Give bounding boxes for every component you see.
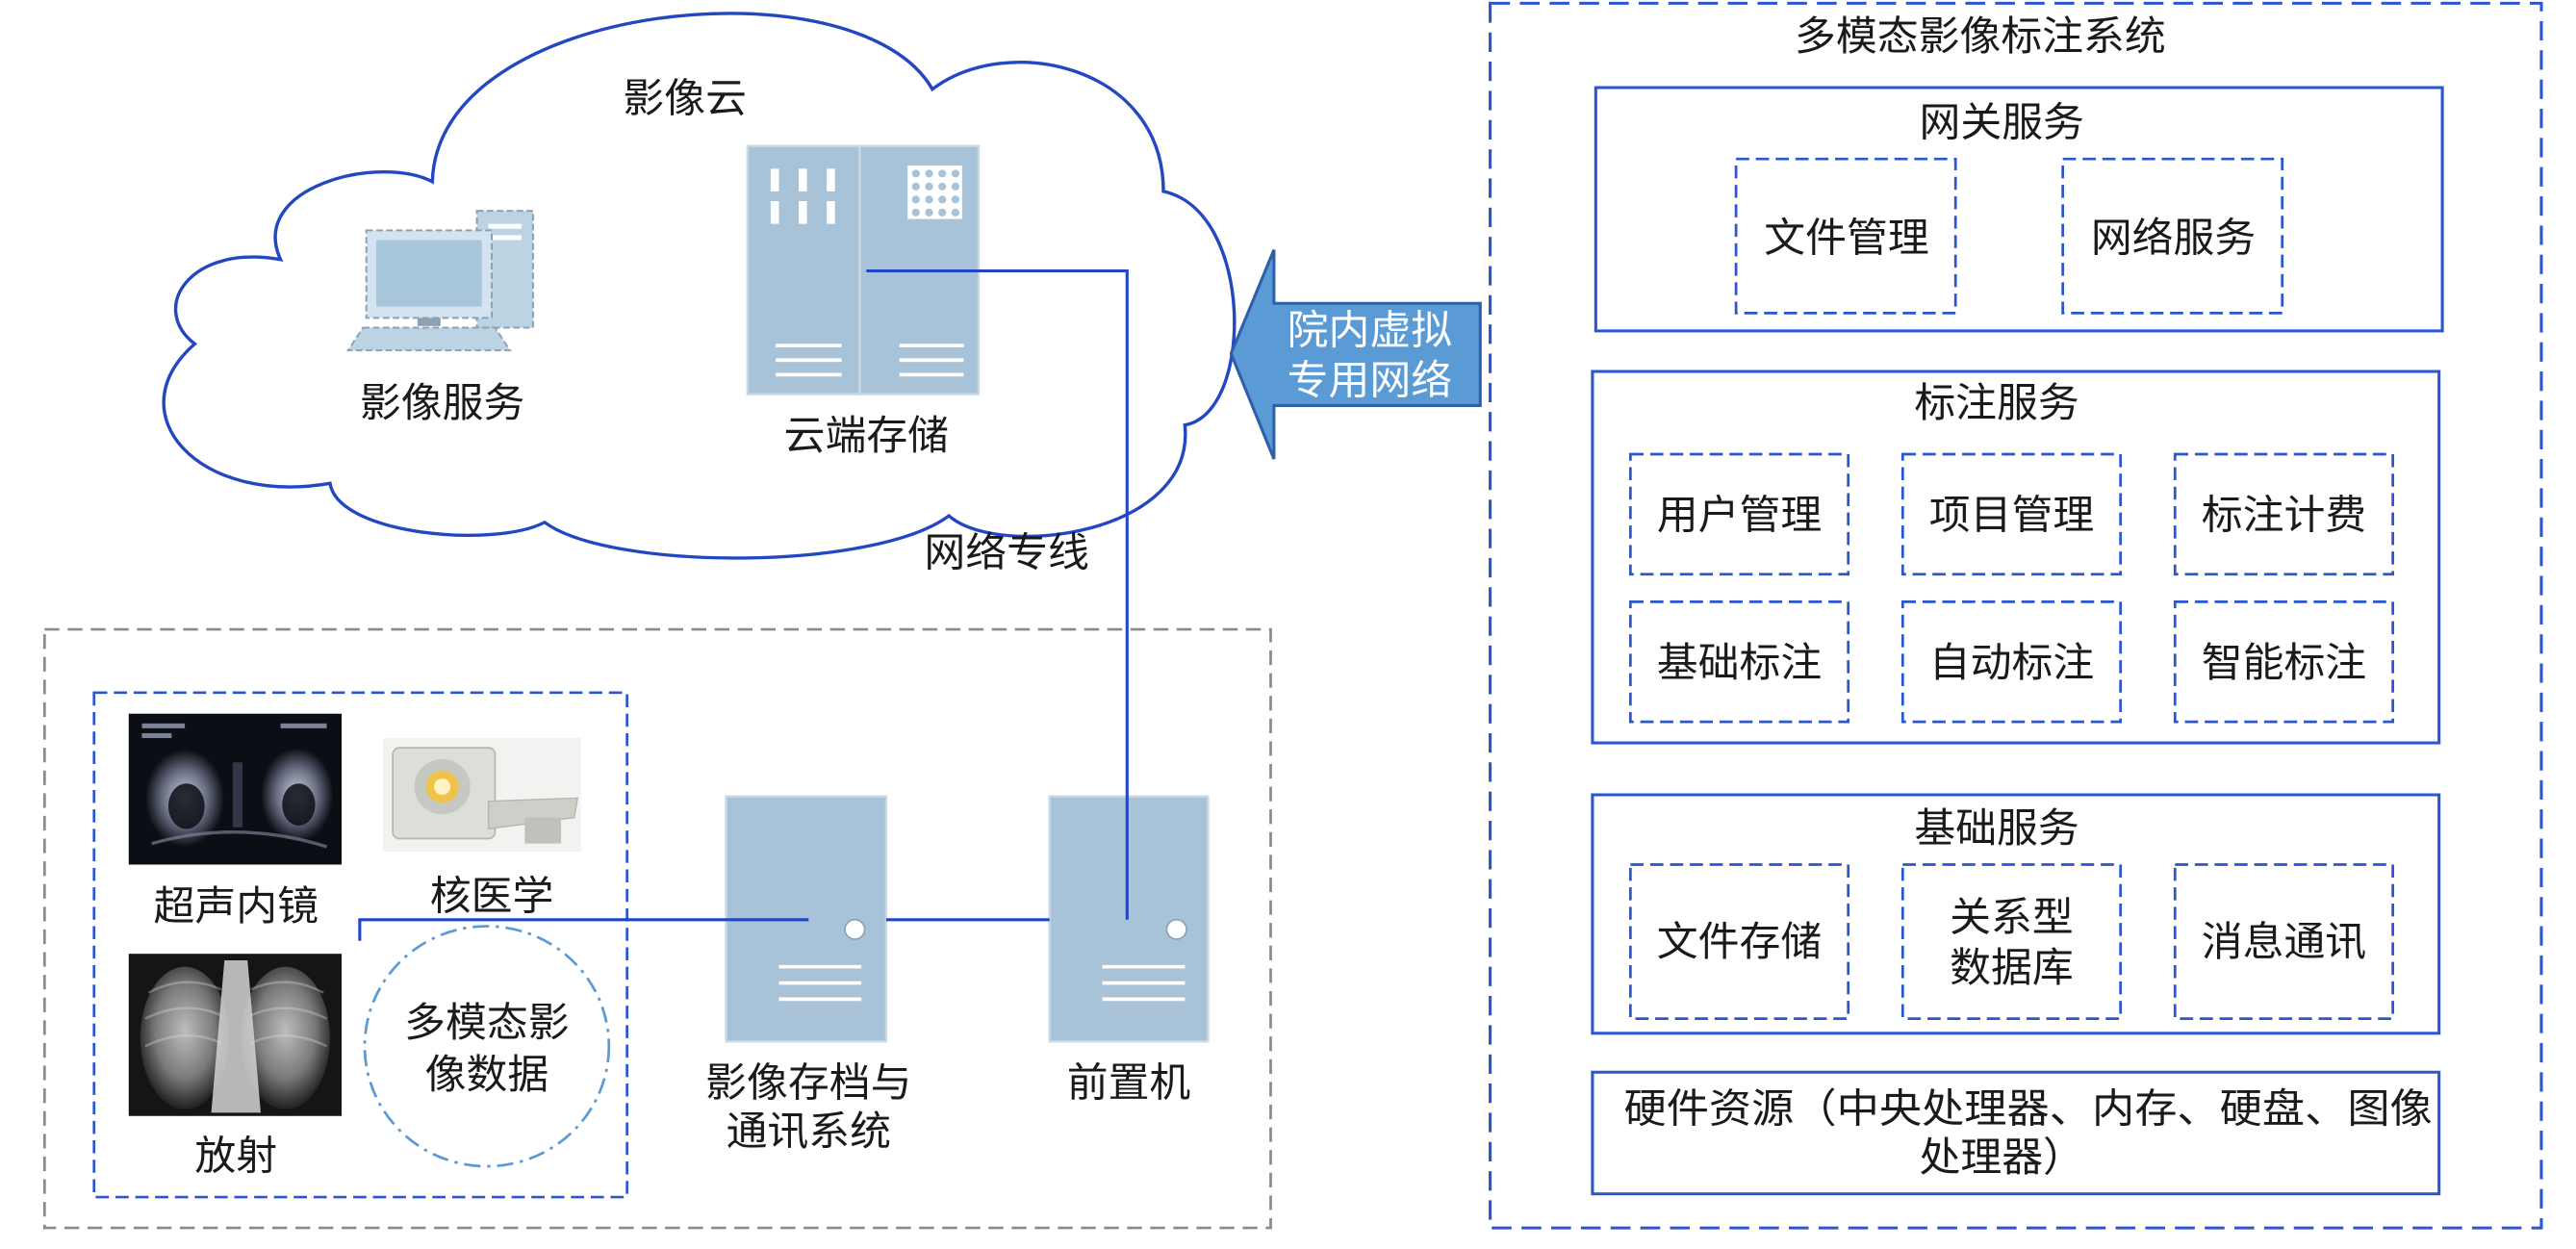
smart-annotation-label: 智能标注 [2202,640,2366,687]
annotation-billing-label: 标注计费 [2202,493,2366,540]
network-service-label: 网络服务 [2091,216,2256,263]
vpn-arrow-label-line2: 专用网络 [1288,358,1452,405]
file-management-label: 文件管理 [1764,216,1928,263]
image-cloud: 影像云 影像服务 [162,12,1237,560]
network-service-box [2061,157,2284,315]
imaging-service-label: 影像服务 [360,381,524,428]
modality-group-box [92,691,629,1199]
file-storage-box [1628,863,1850,1020]
annotation-service-title: 标注服务 [1914,381,2079,428]
nuclear-medicine-label: 核医学 [430,874,554,921]
annotation-service-box: 标注服务 用户管理 项目管理 标注计费 基础标注 自动标注 智能标注 [1591,370,2441,745]
multimodal-data-label-line2: 像数据 [425,1052,549,1099]
radiology-label: 放射 [194,1134,277,1181]
vpn-arrow-label-line1: 院内虚拟 [1288,308,1452,355]
hardware-resources-label-line2: 处理器） [1919,1134,2083,1182]
auto-annotation-box [1900,600,2123,724]
ultrasound-label: 超声内镜 [153,883,318,930]
relational-database-box [1900,863,2123,1020]
hardware-resources-label-line1: 硬件资源（中央处理器、内存、硬盘、图像 [1623,1086,2432,1134]
multimodal-data-label-line1: 多模态影 [404,1000,569,1047]
vpn-arrow: 院内虚拟 专用网络 [1229,249,1482,460]
auto-annotation-label: 自动标注 [1929,640,2094,687]
messaging-label: 消息通讯 [2202,919,2366,966]
annotation-system-title: 多模态影像标注系统 [1795,14,2166,62]
left-arrow-shape [1229,249,1482,460]
basic-annotation-box [1628,600,1850,724]
file-management-box [1734,157,1957,315]
basic-annotation-label: 基础标注 [1657,640,1822,687]
file-storage-label: 文件存储 [1657,919,1822,966]
relational-database-label-line2: 数据库 [1950,945,2074,992]
imaging-service-computer-icon [345,210,534,352]
base-service-title: 基础服务 [1914,805,2079,853]
cloud-title: 影像云 [623,76,747,123]
annotation-system-box [1489,1,2543,1230]
dedicated-line-connector [866,268,1129,920]
multimodal-data-circle [363,925,611,1168]
hardware-resources-box: 硬件资源（中央处理器、内存、硬盘、图像 处理器） [1591,1070,2441,1196]
gateway-service-box: 网关服务 文件管理 网络服务 [1594,86,2444,333]
cloud-storage-label: 云端存储 [784,413,949,460]
user-management-box [1628,452,1850,576]
messaging-box [2173,863,2395,1020]
smart-annotation-box [2173,600,2395,724]
relational-database-label-line1: 关系型 [1950,895,2074,942]
project-management-box [1900,452,2123,576]
front-machine-server-icon [1048,795,1210,1043]
front-machine-label: 前置机 [1067,1060,1191,1108]
dedicated-line-label: 网络专线 [924,530,1088,577]
pacs-label-line2: 通讯系统 [727,1109,891,1156]
nuclear-medicine-scanner-image [382,738,581,852]
base-service-box: 基础服务 文件存储 关系型 数据库 消息通讯 [1591,793,2441,1035]
ultrasound-endoscopy-image [128,713,342,865]
radiology-xray-image [128,954,342,1116]
hospital-boundary-box [42,627,1272,1230]
annotation-billing-box [2173,452,2395,576]
modality-to-pacs-connector [358,918,809,941]
pacs-label-line1: 影像存档与 [705,1060,911,1108]
project-management-label: 项目管理 [1929,493,2094,540]
gateway-service-title: 网关服务 [1919,100,2083,147]
user-management-label: 用户管理 [1657,493,1822,540]
